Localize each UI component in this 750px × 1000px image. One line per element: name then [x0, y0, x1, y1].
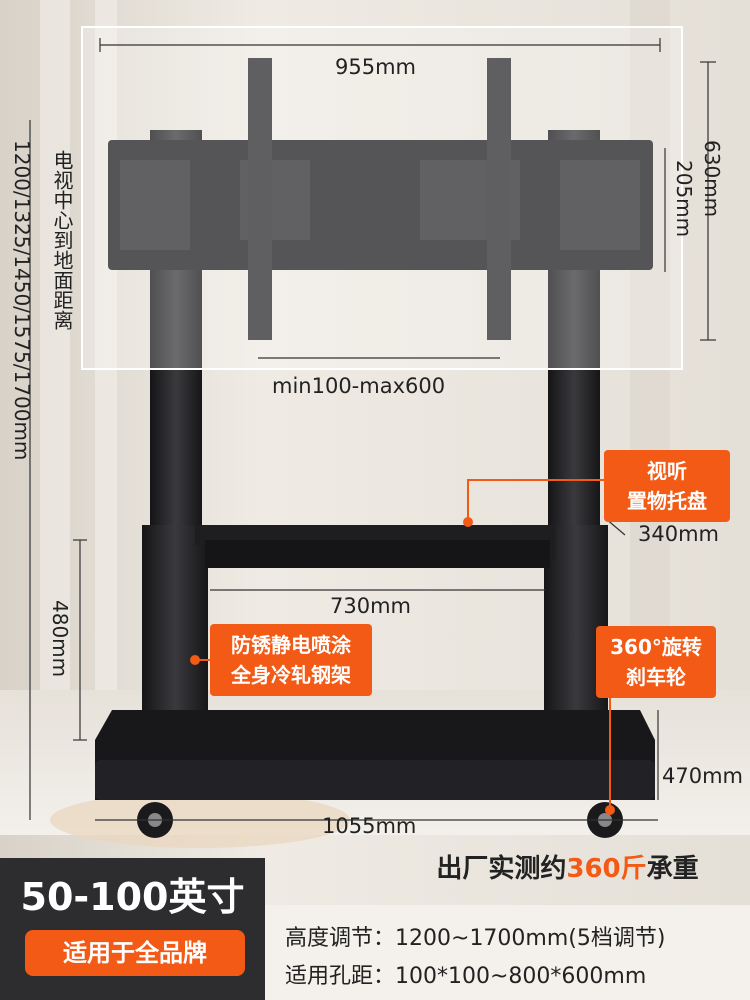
capacity-suffix: 承重: [646, 854, 699, 884]
size-panel: [0, 858, 265, 1000]
spec-height-label: 高度调节：: [285, 926, 396, 951]
tray-callout-line2: 置物托盘: [627, 489, 707, 513]
screen-size-title: 50-100英寸: [20, 875, 245, 919]
tray-width-label: 730mm: [330, 594, 411, 618]
frame-callout: 防锈静电喷涂 全身冷轧钢架: [210, 624, 372, 696]
dimension-lines: [29, 38, 716, 821]
load-capacity-banner: 出厂实测约360斤承重: [385, 843, 750, 895]
wheel-callout-line2: 刹车轮: [626, 665, 686, 689]
column-height-label: 480mm: [48, 600, 72, 678]
mount-area-outline: [81, 26, 683, 370]
stand-base: [95, 710, 655, 800]
spec-hole-row: 适用孔距：100*100~800*600mm: [285, 958, 646, 990]
tray-callout: 视听 置物托盘: [604, 450, 730, 522]
center-height-caption: 电视中心到地面距离: [50, 150, 74, 330]
av-tray: [195, 525, 555, 568]
spec-height-value: 1200~1700mm(5档调节): [395, 926, 666, 951]
base-depth-label: 470mm: [662, 764, 743, 788]
spec-hole-value: 100*100~800*600mm: [395, 964, 647, 989]
vesa-range-label: min100-max600: [272, 374, 446, 398]
brand-compat-badge: 适用于全品牌: [25, 930, 245, 976]
tray-callout-line1: 视听: [647, 459, 687, 483]
tray-depth-label: 340mm: [638, 522, 719, 546]
frame-callout-line1: 防锈静电喷涂: [231, 633, 351, 657]
wheel-callout-line1: 360°旋转: [610, 635, 702, 659]
capacity-prefix: 出厂实测约: [436, 854, 567, 884]
height-total-label: 630mm: [700, 140, 724, 218]
callout-leaders: [190, 479, 615, 815]
center-height-values: 1200/1325/1450/1575/1700mm: [10, 140, 34, 461]
spec-height-row: 高度调节：1200~1700mm(5档调节): [285, 920, 665, 952]
tv-bracket: [108, 58, 653, 340]
capacity-highlight: 360斤: [566, 854, 647, 884]
frame-callout-line2: 全身冷轧钢架: [231, 663, 351, 687]
base-width-label: 1055mm: [322, 814, 417, 838]
width-top-label: 955mm: [335, 55, 416, 79]
height-bracket-label: 205mm: [672, 160, 696, 238]
wheel-callout: 360°旋转 刹车轮: [596, 626, 716, 698]
spec-hole-label: 适用孔距：: [285, 964, 396, 989]
curtain-decoration: [40, 0, 670, 720]
specs-panel: [265, 905, 750, 1000]
